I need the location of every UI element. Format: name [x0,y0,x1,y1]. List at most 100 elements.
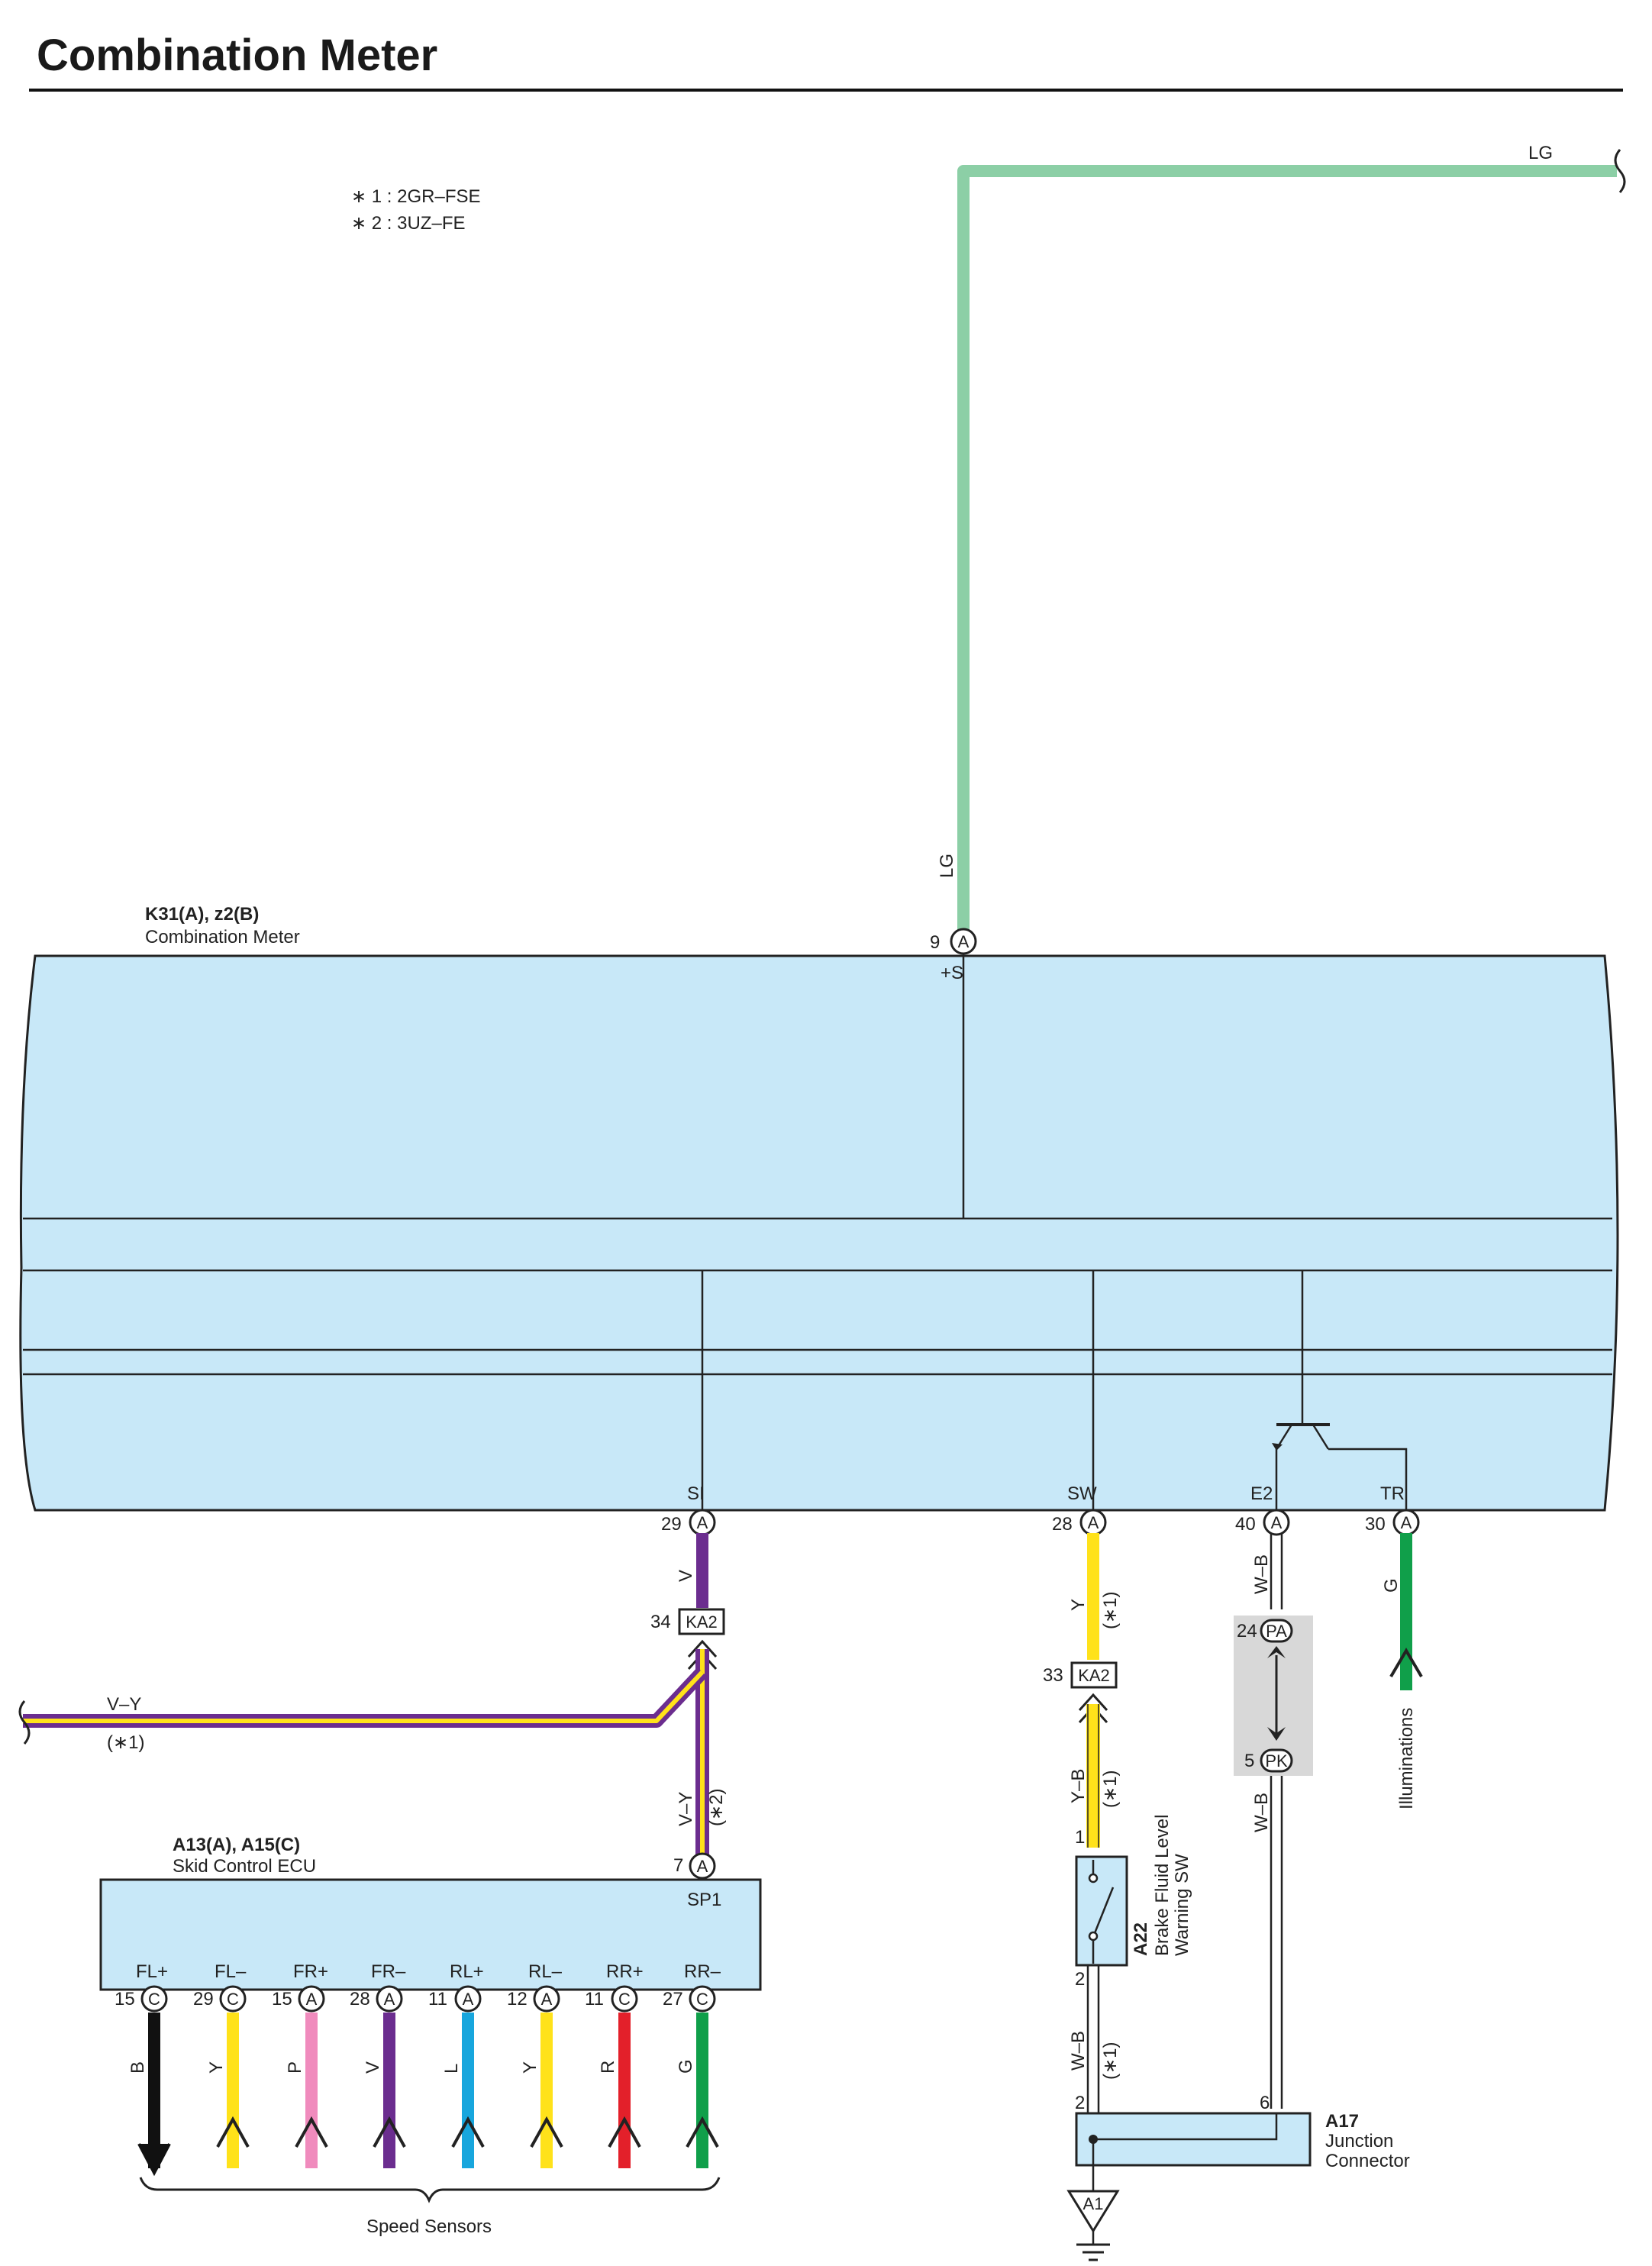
sp1-label: SP1 [687,1890,721,1910]
pk-connector [1260,1748,1293,1773]
ecu-terminal-label: RL– [528,1961,563,1982]
lg-wire-label: LG [937,854,957,878]
wb-lower-wire [1086,1965,1100,2113]
ecu-connector-letter: A [306,1990,318,2009]
ecu-terminal-label: RR+ [606,1961,644,1982]
ecu-terminal-pin: 29 [193,1989,214,2009]
ka2-right-pin: 33 [1043,1665,1063,1686]
pa-pk-link-icon [1267,1646,1286,1741]
ecu-connector-letter: C [696,1990,708,2009]
ecu-terminal-pin: 15 [272,1989,292,2009]
sw-wire-note: (∗1) [1100,1592,1121,1629]
wb-lower-label: W–B [1068,2031,1089,2071]
skid-control-ecu-box [99,1878,762,1991]
junction-pin-left: 2 [1075,2093,1085,2113]
ecu-connector-circle [611,1985,638,2013]
pa-pin: 24 [1237,1621,1257,1641]
switch-icon [1088,1860,1115,1964]
ka2-left-label: KA2 [686,1612,718,1632]
ecu-terminal-pin: 28 [350,1989,370,2009]
speed-sensor-wire-label: R [598,2061,618,2074]
meter-connector-letter: A [1271,1513,1283,1532]
ecu-connector-label: A13(A), A15(C) [173,1835,300,1855]
ecu-terminal-label: FR– [371,1961,406,1982]
ecu-connector-letter: A [463,1990,474,2009]
meter-connector-circle [1263,1509,1290,1536]
input-arrow-icon [373,2116,406,2148]
sp1-pin: 7 [673,1855,683,1876]
ecu-connector-letter: A [541,1990,553,2009]
sp1-connector-circle [689,1852,716,1880]
page-title: Combination Meter [37,31,437,80]
plus-s-label: +S [941,963,963,983]
si-wire-label: V [676,1570,696,1582]
ecu-connector-letter: A [384,1990,395,2009]
ecu-connector-letter: C [148,1990,160,2009]
meter-connector-letter: A [1088,1513,1099,1532]
speed-sensor-wire-label: Y [520,2061,540,2074]
ecu-connector-circle [454,1985,482,2013]
transistor-icon [1272,1423,1408,1510]
input-arrow-icon [530,2116,563,2148]
pk-wire-label: W–B [1251,1793,1272,1832]
sw-wire-label: Y [1068,1599,1089,1611]
plus-s-connector-circle [950,928,977,955]
ecu-connector-letter: C [227,1990,239,2009]
ecu-name-label: Skid Control ECU [173,1856,316,1877]
e2-wb-wire [1270,1533,1283,2109]
speed-sensors-brace [139,2177,721,2203]
ecu-terminal-pin: 11 [428,1989,447,2009]
sp1-connector-letter: A [697,1857,708,1876]
junction-internal-line [1093,2113,1278,2141]
speed-sensor-wire-label: G [676,2059,696,2074]
ka2-left-junction [678,1608,725,1635]
meter-connector-letter: A [1401,1513,1412,1532]
brake-sw-line2: Warning SW [1172,1854,1192,1956]
meter-connector-letter: A [697,1513,708,1532]
junction-connector-line2: Connector [1325,2151,1410,2171]
vy-break-icon [18,1700,31,1745]
ground-label: A1 [1083,2194,1104,2213]
ground-triangle [1066,2190,1120,2233]
vy-down-label: V–Y [676,1792,696,1826]
combination-meter-box [19,954,1619,1512]
note-2: ∗ 2 : 3UZ–FE [351,213,465,234]
ecu-connector-circle [533,1985,560,2013]
meter-terminal-pin: 28 [1052,1514,1073,1535]
pk-label: PK [1265,1751,1288,1771]
ecu-connector-circle [219,1985,247,2013]
ecu-terminal-label: FL+ [136,1961,168,1982]
brake-sw-connector: A22 [1131,1922,1151,1956]
meter-terminal-label: E2 [1250,1483,1273,1504]
junction-pin-right: 6 [1260,2093,1270,2113]
input-arrow-icon [608,2116,641,2148]
ecu-connector-circle [140,1985,168,2013]
plus-s-pin-number: 9 [930,932,940,953]
ka2-right-label: KA2 [1078,1666,1110,1685]
input-arrow-icon [216,2116,250,2148]
ka2-left-pin: 34 [650,1612,671,1632]
yb-wire [1086,1704,1100,1848]
wire-break-icon [1614,149,1626,193]
plus-s-connector-letter: A [958,932,970,951]
meter-terminal-label: TR [1380,1483,1405,1504]
vy-branch-label: V–Y [107,1694,141,1715]
vy-branch-note: (∗1) [107,1732,144,1753]
meter-terminal-pin: 40 [1235,1514,1256,1535]
speed-sensors-label: Speed Sensors [366,2216,492,2237]
input-arrow-icon [451,2116,485,2148]
brake-fluid-switch-box [1075,1855,1128,1967]
pa-label: PA [1266,1622,1287,1641]
output-arrow-icon [137,2143,171,2177]
ecu-connector-letter: C [618,1990,631,2009]
speed-sensor-wire-label: Y [206,2061,227,2074]
pa-connector [1260,1619,1293,1643]
yb-wire-note: (∗1) [1100,1771,1121,1808]
ka2-right-junction [1070,1661,1118,1689]
speed-sensor-wire-label: V [363,2061,383,2074]
lg-top-label: LG [1528,143,1553,163]
tr-wire-label: G [1381,1578,1402,1593]
input-arrow-icon [295,2116,328,2148]
